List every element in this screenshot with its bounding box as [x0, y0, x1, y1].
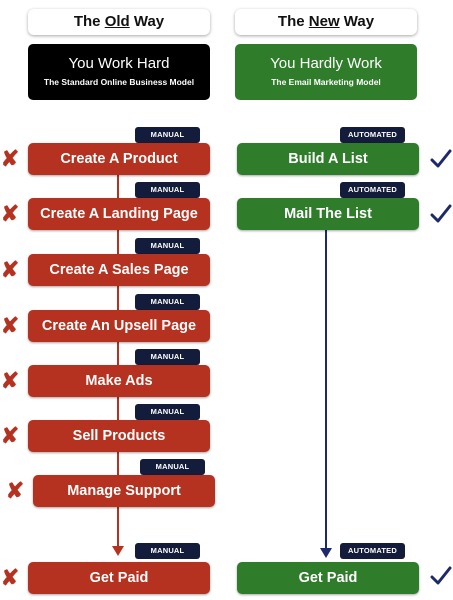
- new-step-1-tag: AUTOMATED: [340, 127, 405, 143]
- old-step-2-tag: MANUAL: [135, 182, 200, 198]
- check-icon: [430, 204, 452, 223]
- old-model-subtitle: The Standard Online Business Model: [43, 77, 195, 87]
- new-model-box: You Hardly Work The Email Marketing Mode…: [235, 44, 417, 100]
- old-step-6-tag: MANUAL: [135, 404, 200, 420]
- new-way-header: The New Way: [235, 9, 417, 35]
- x-mark-icon: ✘: [0, 423, 20, 448]
- x-mark-icon: ✘: [0, 146, 20, 171]
- new-model-subtitle: The Email Marketing Model: [271, 77, 381, 87]
- new-step-2-tag: AUTOMATED: [340, 182, 405, 198]
- old-step-5-tag: MANUAL: [135, 349, 200, 365]
- check-icon: [430, 566, 452, 585]
- old-model-title: You Work Hard: [68, 55, 170, 72]
- old-way-emphasis: Old: [104, 13, 130, 30]
- x-mark-icon: ✘: [0, 565, 20, 590]
- old-step-4-tag: MANUAL: [135, 294, 200, 310]
- old-step-8-tag: MANUAL: [135, 543, 200, 559]
- old-step-create-sales-page: Create A Sales Page: [28, 254, 210, 286]
- x-mark-icon: ✘: [0, 201, 20, 226]
- old-step-make-ads: Make Ads: [28, 365, 210, 397]
- x-mark-icon: ✘: [0, 368, 20, 393]
- old-step-get-paid: Get Paid: [28, 562, 210, 594]
- old-step-3-tag: MANUAL: [135, 238, 200, 254]
- old-way-suffix: Way: [129, 13, 165, 30]
- new-step-3-tag: AUTOMATED: [340, 543, 405, 559]
- new-step-mail-list: Mail The List: [237, 198, 419, 230]
- new-step-get-paid: Get Paid: [237, 562, 419, 594]
- old-flow-arrowhead: [112, 546, 124, 556]
- old-way-header: The Old Way: [28, 9, 210, 35]
- old-step-create-landing-page: Create A Landing Page: [28, 198, 210, 230]
- new-way-suffix: Way: [339, 13, 375, 30]
- old-step-sell-products: Sell Products: [28, 420, 210, 452]
- old-step-create-product: Create A Product: [28, 143, 210, 175]
- new-model-title: You Hardly Work: [270, 55, 382, 72]
- old-way-prefix: The: [73, 13, 105, 30]
- old-step-create-upsell-page: Create An Upsell Page: [28, 310, 210, 342]
- old-step-manage-support: Manage Support: [33, 475, 215, 507]
- old-step-1-tag: MANUAL: [135, 127, 200, 143]
- check-icon: [430, 149, 452, 168]
- x-mark-icon: ✘: [0, 257, 20, 282]
- new-flow-arrowhead: [320, 548, 332, 558]
- x-mark-icon: ✘: [0, 313, 20, 338]
- new-step-build-list: Build A List: [237, 143, 419, 175]
- old-step-7-tag: MANUAL: [140, 459, 205, 475]
- new-way-emphasis: New: [308, 13, 340, 30]
- new-way-prefix: The: [277, 13, 309, 30]
- x-mark-icon: ✘: [5, 478, 25, 503]
- old-model-box: You Work Hard The Standard Online Busine…: [28, 44, 210, 100]
